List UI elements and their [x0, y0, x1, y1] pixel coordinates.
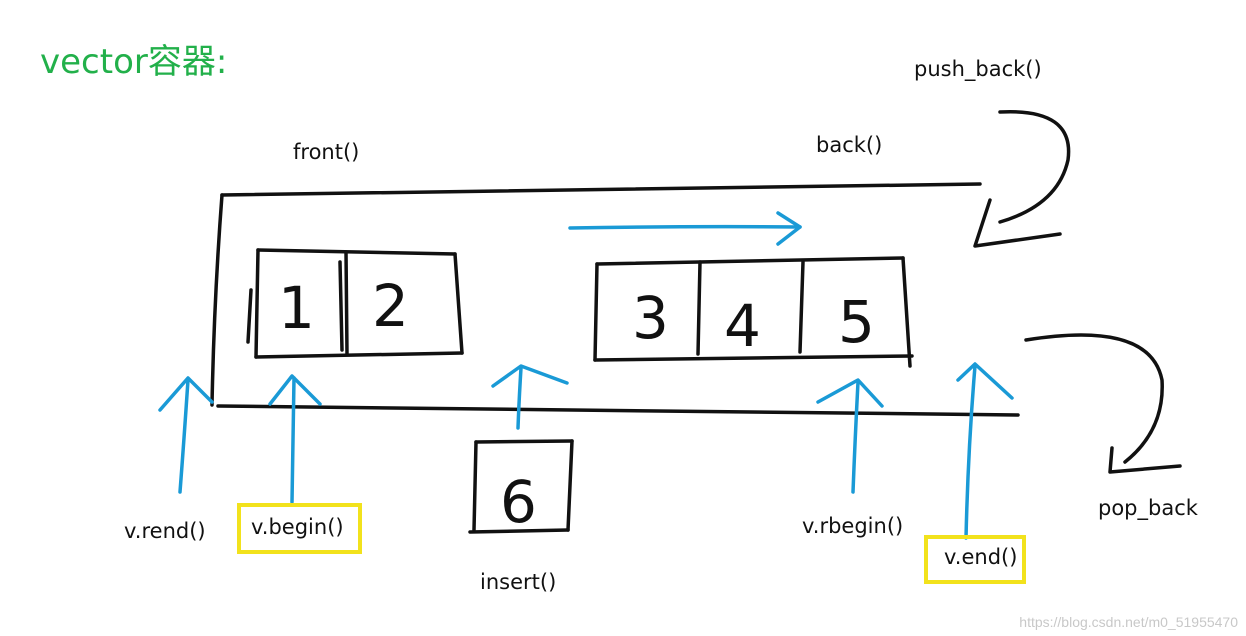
insert-pointer-arrow — [491, 364, 569, 430]
cell-6: 6 — [500, 468, 537, 536]
cell-1: 1 — [278, 274, 315, 342]
cell-4: 4 — [724, 292, 761, 360]
begin-highlight-box — [237, 503, 362, 554]
front-label: front() — [293, 140, 360, 164]
left-cell-group — [246, 248, 464, 359]
diagram-title: vector容器: — [40, 42, 228, 82]
back-label: back() — [816, 133, 883, 157]
push-back-arrow — [973, 109, 1071, 248]
end-pointer-arrow — [956, 362, 1014, 540]
right-cell-group — [593, 256, 914, 368]
begin-label: v.begin() — [251, 515, 344, 539]
insert-cell-box — [468, 439, 574, 534]
pop-back-label: pop_back — [1098, 496, 1198, 520]
begin-pointer-arrow — [268, 374, 322, 504]
push-back-label: push_back() — [914, 57, 1042, 81]
rbegin-pointer-arrow — [816, 378, 884, 494]
end-label: v.end() — [944, 545, 1018, 569]
rbegin-label: v.rbegin() — [802, 514, 904, 538]
vector-container-outline — [210, 182, 1020, 417]
cell-3: 3 — [632, 284, 669, 352]
rend-label: v.rend() — [124, 519, 206, 543]
cell-5: 5 — [838, 288, 875, 356]
pop-back-arrow — [1024, 333, 1182, 474]
watermark: https://blog.csdn.net/m0_51955470 — [1019, 614, 1238, 630]
direction-arrow — [568, 211, 802, 246]
cell-2: 2 — [372, 272, 409, 340]
end-highlight-box — [924, 535, 1026, 584]
rend-pointer-arrow — [158, 376, 214, 494]
insert-label: insert() — [480, 570, 557, 594]
